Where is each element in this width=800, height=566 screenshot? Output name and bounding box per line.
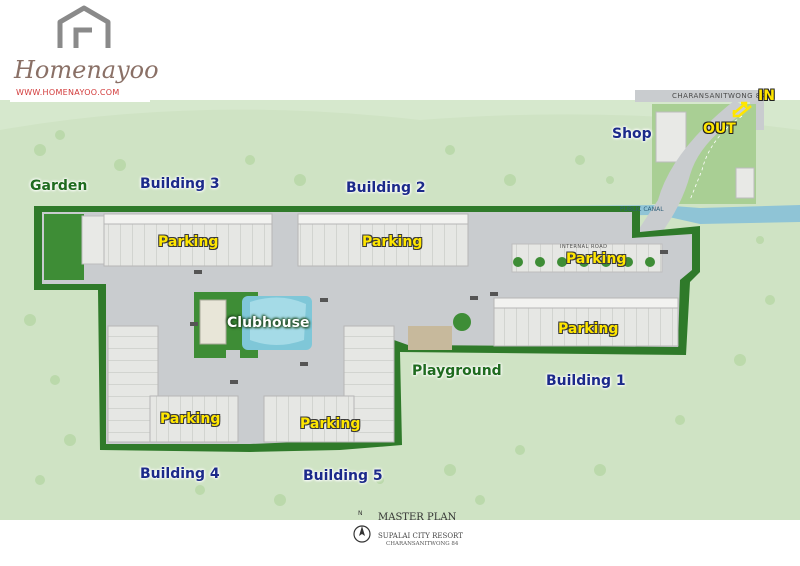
label-in: IN (758, 88, 775, 104)
shop-building (655, 111, 687, 163)
road-label-internal: INTERNAL ROAD (560, 244, 608, 250)
label-parking-building-3: Parking (158, 234, 219, 250)
building-5-parking (263, 395, 355, 443)
tree-scatter (24, 130, 775, 506)
cars (190, 250, 668, 384)
house-outline-icon (57, 5, 111, 48)
label-parking-building-4: Parking (160, 411, 221, 427)
homenayoo-logo: Homenayoo WWW.HOMENAYOO.COM (10, 2, 159, 102)
main-road (635, 90, 753, 102)
caption-address: CHARANSANITWONG 84 (386, 541, 459, 547)
playground-area (408, 326, 452, 350)
north-compass-icon (353, 525, 371, 543)
label-garden: Garden (30, 178, 88, 194)
road-label-main: CHARANSANITWONG 84 (672, 92, 766, 100)
caption-project: SUPALAI CITY RESORT (378, 532, 463, 540)
label-out: OUT (703, 121, 736, 137)
master-plan-caption: N MASTER PLAN SUPALAI CITY RESORT CHARAN… (352, 510, 472, 554)
label-clubhouse: Clubhouse (227, 315, 310, 331)
caption-title: MASTER PLAN (378, 512, 457, 523)
label-building-3: Building 3 (140, 176, 220, 192)
tree-row (513, 257, 655, 267)
garden-left (44, 214, 84, 280)
label-building-2: Building 2 (346, 180, 426, 196)
road-label-canal: PUBLIC CANAL (620, 206, 664, 213)
clubhouse-building (199, 299, 227, 345)
building-4-parking (149, 395, 239, 443)
logo-name: Homenayoo (14, 56, 159, 84)
label-parking-building-1: Parking (558, 321, 619, 337)
label-building-5: Building 5 (303, 468, 383, 484)
logo-url: WWW.HOMENAYOO.COM (16, 88, 120, 97)
label-building-4: Building 4 (140, 466, 220, 482)
label-parking-building-5: Parking (300, 416, 361, 432)
in-out-arrows-icon (732, 101, 752, 118)
north-label: N (358, 510, 363, 517)
label-parking-strip: Parking (566, 251, 627, 267)
label-building-1: Building 1 (546, 373, 626, 389)
label-parking-building-2: Parking (362, 234, 423, 250)
label-shop: Shop (612, 126, 652, 142)
label-playground: Playground (412, 363, 502, 379)
